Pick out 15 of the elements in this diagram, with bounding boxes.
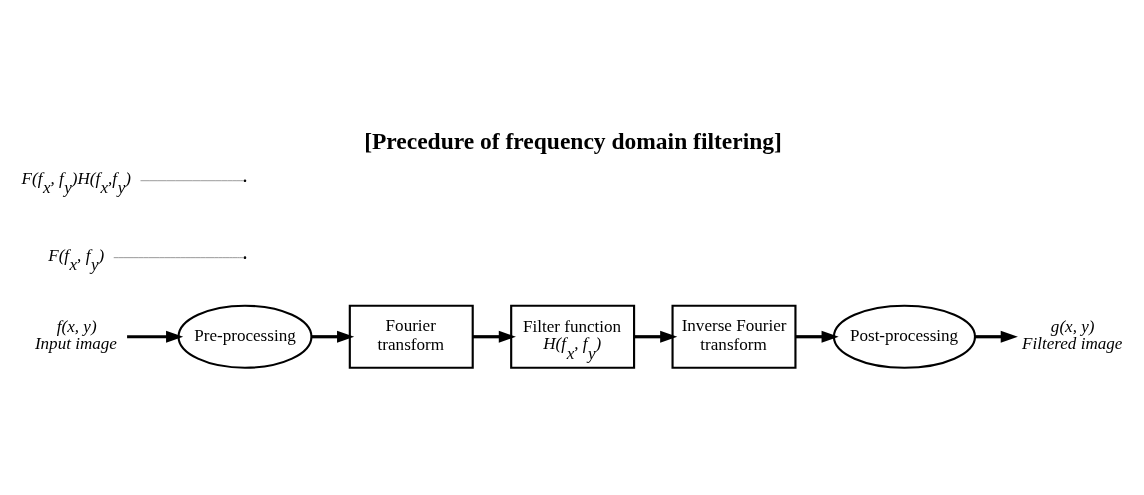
arrow xyxy=(127,330,184,343)
arrow xyxy=(975,330,1018,343)
node-ellipse: Pre-processing xyxy=(177,304,313,369)
arrow xyxy=(634,330,678,343)
node-text: g(x, y) Filtered image xyxy=(1022,317,1123,354)
connector xyxy=(113,257,245,259)
node-box: Fourier transform xyxy=(348,304,474,369)
diagram-title: [Precedure of frequency domain filtering] xyxy=(364,128,782,155)
arrow xyxy=(473,330,516,343)
node-box: Inverse Fourier transform xyxy=(671,304,797,369)
node-text: f(x, y) Input image xyxy=(34,317,117,354)
connector xyxy=(140,180,245,182)
arrow xyxy=(311,330,355,343)
node-ellipse: Post-processing xyxy=(832,304,977,369)
arrow xyxy=(795,330,839,343)
